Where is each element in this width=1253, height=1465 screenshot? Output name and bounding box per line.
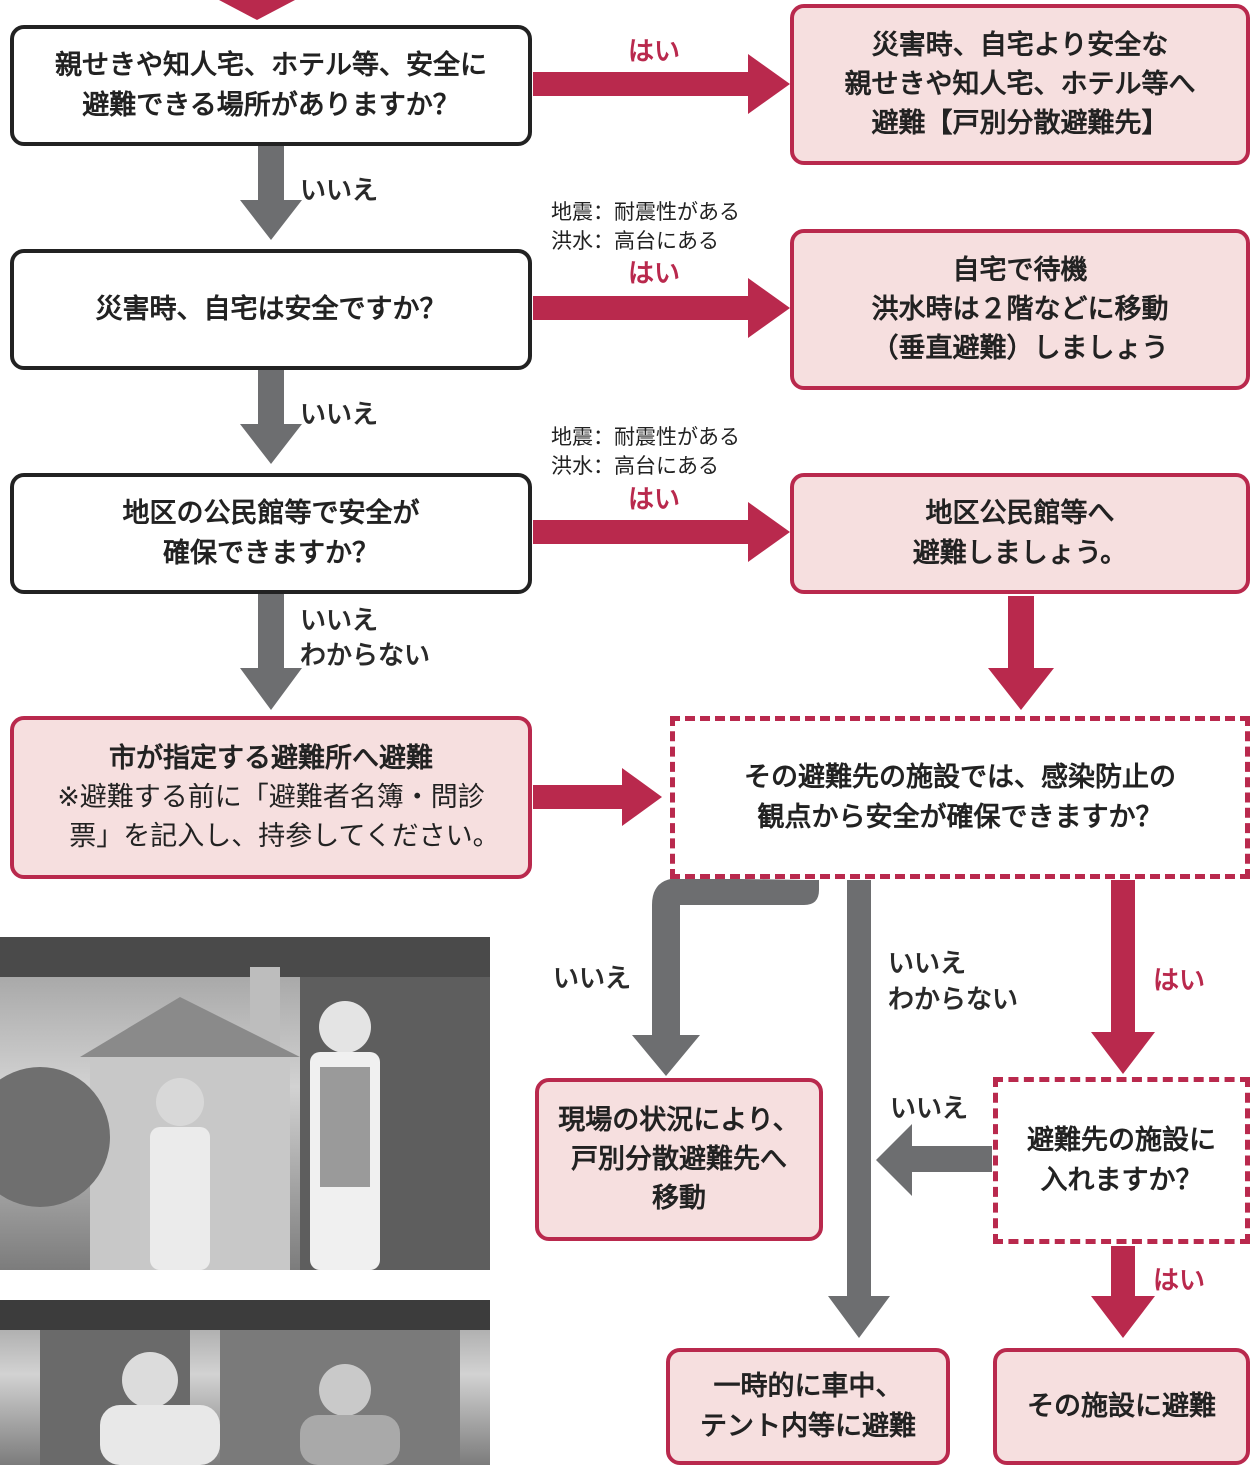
label-no-2: いいえ <box>300 400 379 430</box>
label-no-3: いいえ <box>300 606 379 636</box>
q5-no-arrow <box>876 1124 992 1196</box>
condition-earthquake-2: 地震：耐震性がある <box>551 425 740 449</box>
result-car-tent: 一時的に車中、 テント内等に避難 <box>666 1348 950 1465</box>
entry-arrow <box>219 0 295 20</box>
q4-no-arrow <box>632 878 819 1076</box>
photo-evacuation-staff <box>0 937 490 1270</box>
label-yes-4: はい <box>1153 966 1206 996</box>
label-yes-2: はい <box>628 259 681 289</box>
label-no-6: いいえ <box>890 1094 969 1124</box>
label-no-4: いいえ <box>553 964 632 994</box>
no-arrow-1 <box>240 146 302 240</box>
result-community-hall: 地区公民館等へ 避難しましょう。 <box>790 473 1250 594</box>
question-community-hall: 地区の公民館等で安全が 確保できますか？ <box>10 473 532 594</box>
result-stay-home: 自宅で待機 洪水時は２階などに移動 （垂直避難）しましょう <box>790 229 1250 390</box>
result-dispersed-evacuation: 災害時、自宅より安全な 親せきや知人宅、ホテル等へ 避難【戸別分散避難先】 <box>790 4 1250 165</box>
condition-earthquake-1: 地震：耐震性がある <box>551 200 740 224</box>
yes-arrow-2 <box>533 278 790 338</box>
q4-unknown-arrow <box>828 880 890 1338</box>
no-arrow-2 <box>240 370 302 464</box>
shelter-to-q4-arrow <box>533 768 662 826</box>
condition-flood-1: 洪水：高台にある <box>551 229 719 253</box>
q4-yes-arrow <box>1091 880 1155 1074</box>
label-no-5: いいえ <box>888 949 967 979</box>
condition-flood-2: 洪水：高台にある <box>551 454 719 478</box>
label-yes-3: はい <box>628 485 681 515</box>
question-safe-place: 親せきや知人宅、ホテル等、安全に 避難できる場所がありますか？ <box>10 25 532 146</box>
photo-reception-illustration <box>0 1300 490 1465</box>
question-can-enter: 避難先の施設に 入れますか？ <box>993 1077 1250 1244</box>
label-no-1: いいえ <box>300 176 379 206</box>
result-evacuate-facility: その施設に避難 <box>993 1348 1250 1465</box>
label-yes-1: はい <box>628 37 681 67</box>
photo-reception <box>0 1300 490 1465</box>
q5-yes-arrow <box>1091 1246 1155 1338</box>
designated-shelter: 市が指定する避難所へ避難 ※避難する前に「避難者名簿・問診 票」を記入し、持参し… <box>10 716 532 879</box>
label-unknown-3: わからない <box>300 641 431 671</box>
label-yes-5: はい <box>1153 1266 1206 1296</box>
result-move-dispersed: 現場の状況により、 戸別分散避難先へ 移動 <box>535 1078 823 1241</box>
yes-arrow-3 <box>533 502 790 562</box>
question-infection-safety: その避難先の施設では、感染防止の 観点から安全が確保できますか？ <box>670 716 1250 879</box>
question-home-safe: 災害時、自宅は安全ですか？ <box>10 249 532 370</box>
no-arrow-3 <box>240 594 302 710</box>
yes-arrow-1 <box>533 54 790 114</box>
r3-down-arrow <box>988 596 1054 710</box>
label-unknown-5: わからない <box>888 985 1019 1015</box>
photo-staff-illustration <box>0 937 490 1270</box>
